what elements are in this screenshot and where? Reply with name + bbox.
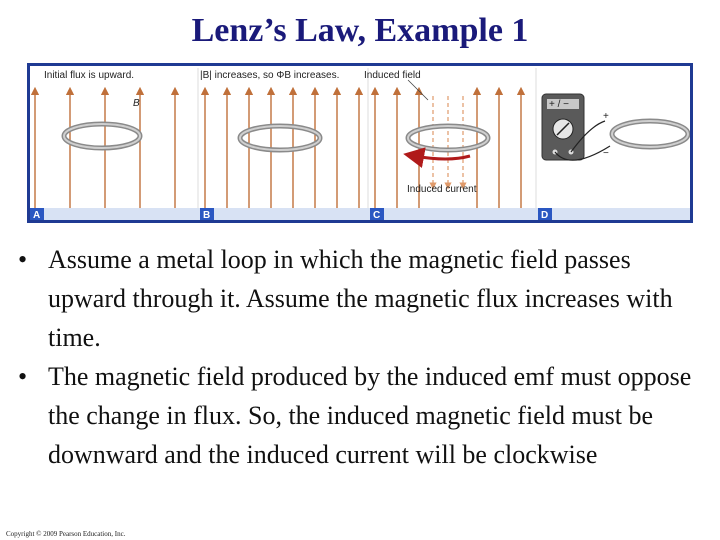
- bullet-list: Assume a metal loop in which the magneti…: [18, 240, 698, 474]
- panel-c-induced-field: [429, 96, 467, 190]
- panel-letter-a: A: [33, 210, 40, 220]
- panel-a-field-lines: [30, 86, 180, 211]
- induced-field-pointer: [407, 79, 429, 101]
- figure-illustration: Initial flux is upward. B |B| increases,…: [30, 68, 690, 220]
- panel-letter-d: D: [541, 210, 548, 220]
- meter-wire-minus: [554, 145, 611, 161]
- panel-a-caption: Initial flux is upward.: [44, 70, 134, 81]
- panel-letter-c-bg: [370, 208, 384, 220]
- induced-current-arrow: [403, 147, 471, 168]
- bullet-item: Assume a metal loop in which the magneti…: [18, 240, 698, 357]
- bullet-item: The magnetic field produced by the induc…: [18, 357, 698, 474]
- panel-letter-d-bg: [538, 208, 552, 220]
- slide-title: Lenz’s Law, Example 1: [191, 12, 529, 49]
- meter-display-label: + / −: [549, 99, 569, 110]
- panel-letter-b-bg: [200, 208, 214, 220]
- panel-d-meter: [541, 93, 585, 161]
- meter-wire-plus: [570, 120, 606, 153]
- panel-letter-a-bg: [30, 208, 44, 220]
- field-symbol-label: B: [133, 98, 140, 109]
- plus-terminal-label: +: [603, 111, 609, 122]
- minus-terminal-label: −: [603, 148, 609, 159]
- panel-b-caption: |B| increases, so ΦB increases.: [200, 70, 339, 81]
- lenz-law-figure: Initial flux is upward. B |B| increases,…: [27, 63, 693, 223]
- induced-current-label: Induced current: [407, 184, 477, 195]
- copyright-notice: Copyright © 2009 Pearson Education, Inc.: [6, 530, 126, 538]
- panel-letter-c: C: [373, 210, 380, 220]
- panel-letter-bar: [30, 208, 690, 220]
- panel-c-caption: Induced field: [364, 70, 421, 81]
- panel-letter-b: B: [203, 210, 210, 220]
